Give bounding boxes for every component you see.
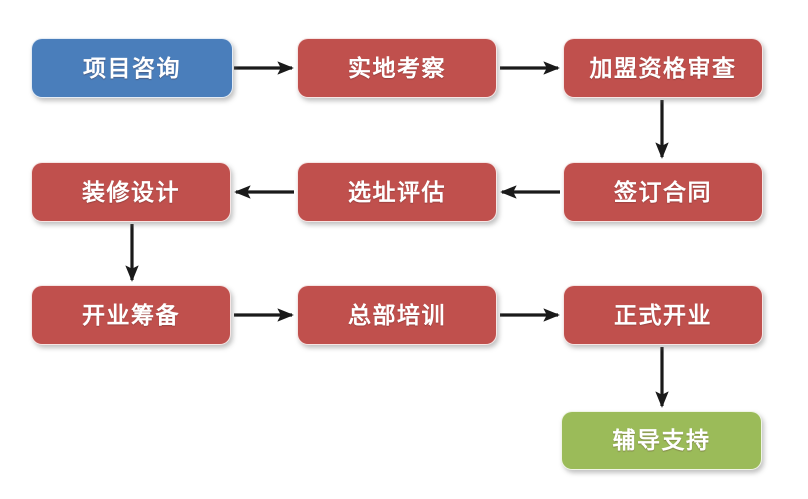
flow-node-n1[interactable]: 项目咨询 xyxy=(31,38,233,98)
flow-node-label: 加盟资格审查 xyxy=(589,55,737,81)
flow-node-n6[interactable]: 装修设计 xyxy=(31,162,231,222)
flow-node-label: 选址评估 xyxy=(348,179,446,205)
flow-node-n8[interactable]: 总部培训 xyxy=(297,285,497,345)
flow-node-label: 正式开业 xyxy=(614,302,712,328)
flow-node-label: 项目咨询 xyxy=(83,55,181,81)
flow-node-n9[interactable]: 正式开业 xyxy=(563,285,763,345)
flow-node-label: 开业筹备 xyxy=(82,302,180,328)
flow-node-n4[interactable]: 签订合同 xyxy=(563,162,763,222)
flow-node-label: 辅导支持 xyxy=(612,428,711,453)
flow-node-label: 装修设计 xyxy=(82,179,180,205)
flow-node-n7[interactable]: 开业筹备 xyxy=(31,285,231,345)
flow-node-label: 签订合同 xyxy=(614,179,712,205)
flow-node-n3[interactable]: 加盟资格审查 xyxy=(563,38,763,98)
flow-node-n5[interactable]: 选址评估 xyxy=(297,162,497,222)
flow-node-label: 实地考察 xyxy=(348,55,446,81)
flow-node-n10[interactable]: 辅导支持 xyxy=(561,411,762,470)
flow-node-label: 总部培训 xyxy=(348,302,446,328)
flow-node-n2[interactable]: 实地考察 xyxy=(297,38,497,98)
